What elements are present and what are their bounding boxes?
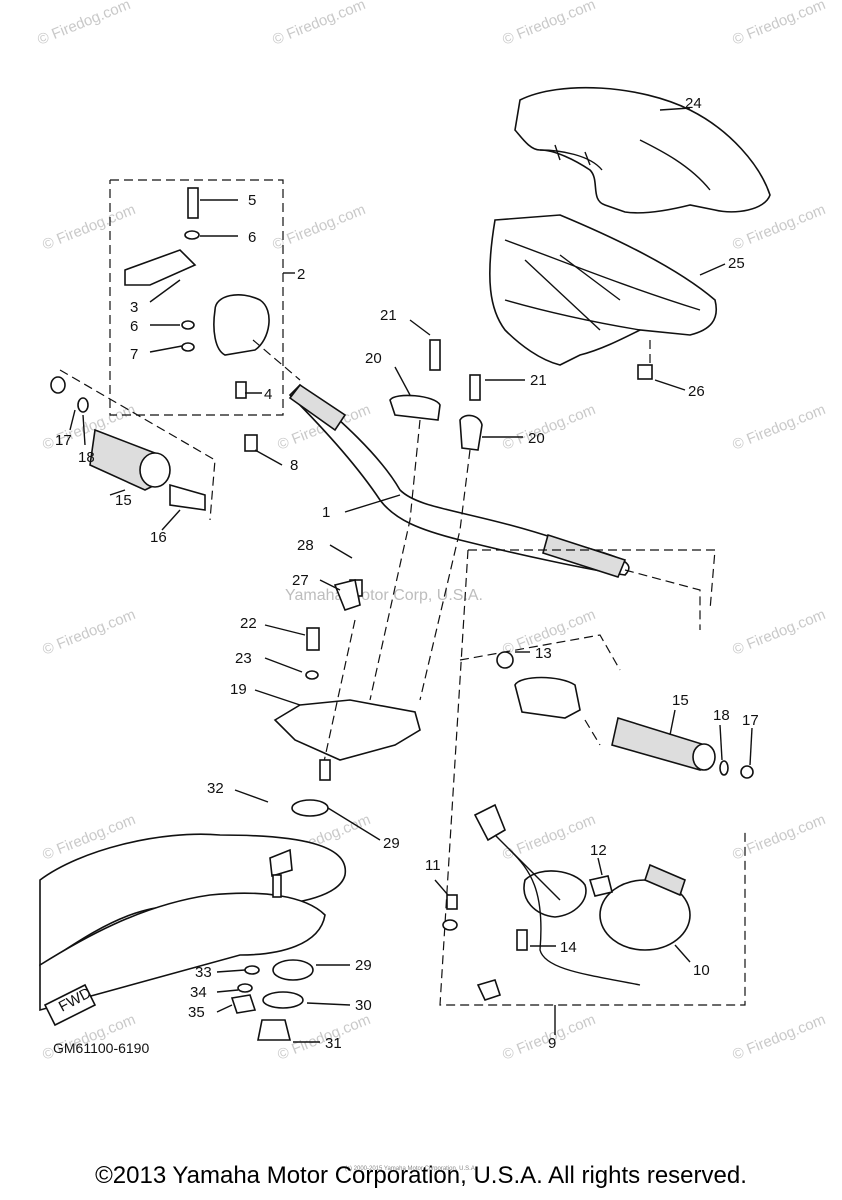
handlebar-lower-cover xyxy=(489,214,717,366)
part-label: 3 xyxy=(130,299,138,316)
part-label: 26 xyxy=(688,383,705,400)
leader-lines xyxy=(69,107,753,1043)
part-label: 21 xyxy=(530,372,547,389)
part-label: 9 xyxy=(548,1035,556,1052)
watermark: © Firedog.com xyxy=(270,201,368,254)
part-label: 23 xyxy=(235,650,252,667)
watermark: © Firedog.com xyxy=(730,1011,828,1064)
part-label: 4 xyxy=(264,386,272,403)
handlebar-holders xyxy=(369,339,483,701)
tiny-copyright: (c) 2000-2015 Yamaha Motor Corporation, … xyxy=(345,1166,477,1172)
part-label: 7 xyxy=(130,346,138,363)
part-label: 6 xyxy=(248,229,256,246)
part-label: 14 xyxy=(560,939,577,956)
handlebar-cover xyxy=(514,86,771,214)
right-switch-box xyxy=(439,549,746,1006)
part-label: 22 xyxy=(240,615,257,632)
handle-bracket xyxy=(273,579,421,781)
part-label: 8 xyxy=(290,457,298,474)
steering-column: FWD xyxy=(39,799,346,1041)
watermark: © Firedog.com xyxy=(730,606,828,659)
left-switch-box xyxy=(109,179,295,452)
part-label: 35 xyxy=(188,1004,205,1021)
part-label: 25 xyxy=(728,255,745,272)
part-label: 16 xyxy=(150,529,167,546)
part-label: 31 xyxy=(325,1035,342,1052)
left-grip xyxy=(50,369,216,521)
watermark: © Firedog.com xyxy=(40,201,138,254)
part-label: 13 xyxy=(535,645,552,662)
part-label: 11 xyxy=(425,857,441,874)
watermark: © Firedog.com xyxy=(35,0,133,49)
part-label: 12 xyxy=(590,842,607,859)
watermark: © Firedog.com xyxy=(40,606,138,659)
watermark: © Firedog.com xyxy=(730,401,828,454)
part-label: 6 xyxy=(130,318,138,335)
diagram-code: GM61100-6190 xyxy=(53,1040,149,1056)
handlebar xyxy=(252,339,701,630)
part-label: 20 xyxy=(365,350,382,367)
part-label: 17 xyxy=(55,432,72,449)
watermark: © Firedog.com xyxy=(270,0,368,49)
watermark: © Firedog.com xyxy=(730,0,828,49)
part-label: 17 xyxy=(742,712,759,729)
center-watermark: Yamaha Motor Corp, U.S.A. xyxy=(285,587,483,604)
part-labels: 1 2 3 4 5 6 6 7 8 9 10 11 12 13 14 15 15… xyxy=(55,95,759,1052)
watermark: © Firedog.com xyxy=(500,401,598,454)
part-label: 27 xyxy=(292,572,309,589)
part-label: 15 xyxy=(672,692,689,709)
part-label: 24 xyxy=(685,95,702,112)
part-label: 20 xyxy=(528,430,545,447)
part-label: 10 xyxy=(693,962,710,979)
watermark: © Firedog.com xyxy=(500,0,598,49)
part-label: 5 xyxy=(248,192,256,209)
part-label: 34 xyxy=(190,984,207,1001)
part-label: 30 xyxy=(355,997,372,1014)
part-label: 21 xyxy=(380,307,397,324)
part-label: 15 xyxy=(115,492,132,509)
part-label: 29 xyxy=(355,957,372,974)
right-grip xyxy=(584,716,754,779)
part-label: 28 xyxy=(297,537,314,554)
part-label: 1 xyxy=(322,504,330,521)
bolt-26 xyxy=(637,340,653,380)
part-label: 18 xyxy=(713,707,730,724)
copyright-notice: ©2013 Yamaha Motor Corporation, U.S.A. A… xyxy=(95,1162,747,1189)
part-label: 18 xyxy=(78,449,95,466)
part-label: 33 xyxy=(195,964,212,981)
part-label: 19 xyxy=(230,681,247,698)
part-label: 32 xyxy=(207,780,224,797)
part-label: 29 xyxy=(383,835,400,852)
part-label: 2 xyxy=(297,266,305,283)
